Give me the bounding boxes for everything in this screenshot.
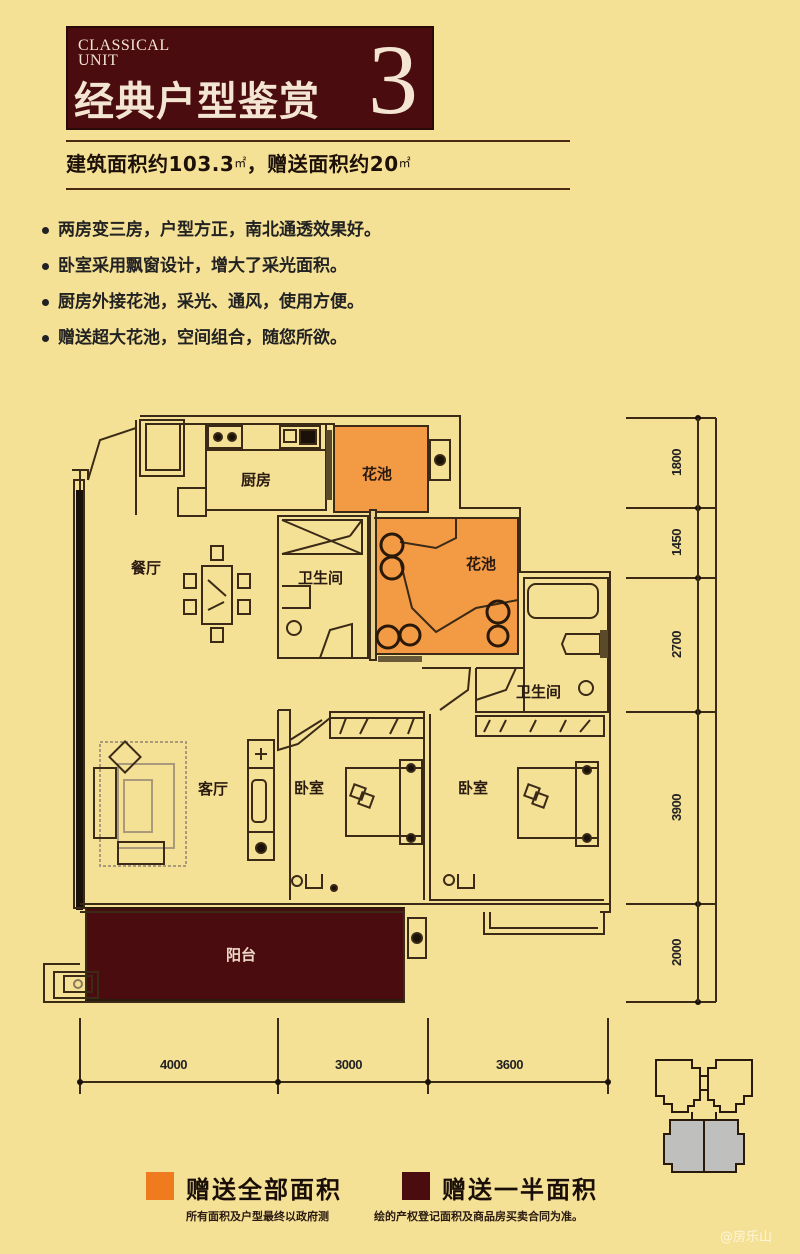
built-area-value: 103.3 <box>168 152 235 176</box>
gift-area-value: 20 <box>369 152 399 176</box>
legend-swatch-full <box>146 1172 174 1200</box>
title-en-line2: UNIT <box>78 52 119 69</box>
room-bedroom-2: 卧室 <box>458 779 489 797</box>
watermark: @房乐山 <box>719 1230 772 1245</box>
room-bathroom-2: 卫生间 <box>516 683 562 701</box>
room-balcony: 阳台 <box>226 946 257 964</box>
dim-h-3: 3600 <box>496 1057 523 1072</box>
title-block: CLASSICAL UNIT 经典户型鉴赏 3 <box>66 24 434 135</box>
dim-v-3: 2700 <box>668 631 684 658</box>
unit-number: 3 <box>368 24 418 135</box>
legend-swatch-half <box>402 1172 430 1200</box>
gift-area-label: 赠送面积约 <box>267 152 370 176</box>
divider-bottom <box>66 188 570 190</box>
room-bedroom-1: 卧室 <box>294 779 325 797</box>
dim-v-2: 1450 <box>668 529 684 556</box>
title-en-line1: CLASSICAL <box>78 37 170 54</box>
legend-label-half: 赠送一半面积 <box>442 1176 598 1204</box>
feature-item: 卧室采用飘窗设计，增大了采光面积。 <box>40 248 381 284</box>
dim-v-5: 2000 <box>668 939 684 966</box>
divider-top <box>66 140 570 142</box>
dim-h-1: 4000 <box>160 1057 187 1072</box>
separator: ， <box>246 152 268 176</box>
legend-label-full: 赠送全部面积 <box>186 1176 342 1204</box>
built-area-label: 建筑面积约 <box>66 152 169 176</box>
disclaimer-right: 绘的产权登记面积及商品房买卖合同为准。 <box>374 1210 583 1223</box>
feature-item: 赠送超大花池，空间组合，随您所欲。 <box>40 320 381 356</box>
feature-item: 两房变三房，户型方正，南北通透效果好。 <box>40 212 381 248</box>
dim-h-2: 3000 <box>335 1057 362 1072</box>
title-chinese: 经典户型鉴赏 <box>74 78 320 125</box>
room-kitchen: 厨房 <box>241 471 272 489</box>
room-planter-1: 花池 <box>362 465 393 483</box>
room-living: 客厅 <box>198 780 229 798</box>
feature-list: 两房变三房，户型方正，南北通透效果好。 卧室采用飘窗设计，增大了采光面积。 厨房… <box>40 212 381 356</box>
area-unit: ㎡ <box>234 156 247 170</box>
room-dining: 餐厅 <box>131 559 162 577</box>
area-unit: ㎡ <box>398 156 412 170</box>
room-planter-2: 花池 <box>466 555 497 573</box>
dim-v-1: 1800 <box>668 449 684 476</box>
title-english: CLASSICAL UNIT <box>78 37 170 69</box>
dim-v-4: 3900 <box>668 794 684 821</box>
area-summary: 建筑面积约103.3㎡，赠送面积约20㎡ <box>66 148 411 177</box>
disclaimer-left: 所有面积及户型最终以政府测 <box>186 1210 329 1223</box>
feature-item: 厨房外接花池，采光、通风，使用方便。 <box>40 284 381 320</box>
room-bathroom-1: 卫生间 <box>298 569 344 587</box>
